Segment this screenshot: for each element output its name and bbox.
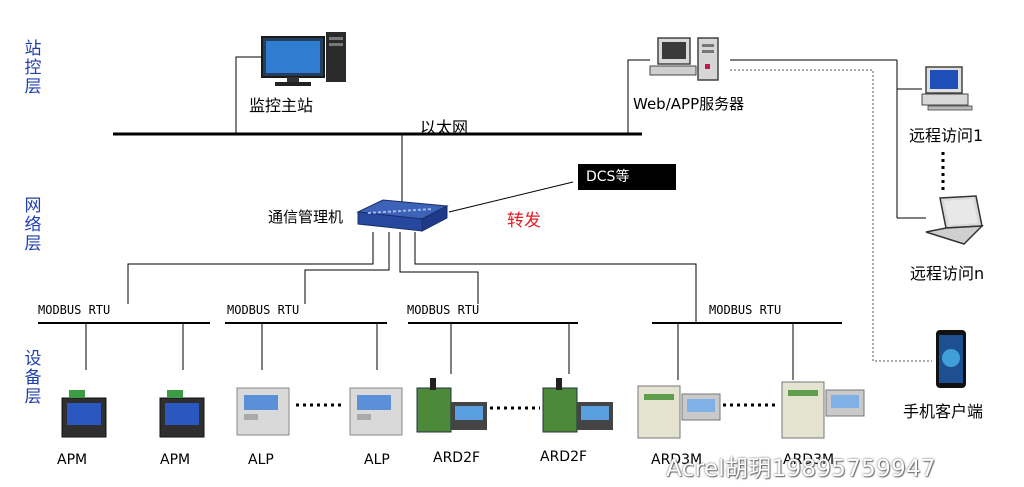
remote-access-1-label: 远程访问1 <box>909 126 984 145</box>
remote-access-n-label: 远程访问n <box>910 264 985 283</box>
forward-label: 转发 <box>507 211 541 231</box>
bus-label: MODBUS RTU <box>227 303 300 317</box>
apm-meter-icon <box>61 390 107 438</box>
device-label: ARD2F <box>433 450 481 466</box>
device-label: APM <box>57 452 88 468</box>
device-label: ALP <box>248 452 274 468</box>
ard3m-protector-icon <box>781 381 865 439</box>
bus-label: MODBUS RTU <box>38 303 111 317</box>
rtu-drop-4 <box>414 232 697 322</box>
dcs-box: DCS等 <box>578 164 676 190</box>
ard2f-protector-icon <box>542 378 613 433</box>
remote-computer-icon <box>921 66 973 111</box>
watermark: Acrel胡玥19895759947 <box>666 456 936 482</box>
rtu-drop-1 <box>127 232 374 304</box>
comm-manager-label: 通信管理机 <box>268 208 344 226</box>
ard3m-protector-icon <box>637 385 721 439</box>
web-server-label: Web/APP服务器 <box>633 95 745 113</box>
laptop-icon <box>925 195 984 245</box>
device-label: APM <box>160 452 191 468</box>
device-label: ARD3M <box>651 452 703 468</box>
web-server-link <box>627 59 650 134</box>
device-label: ARD2F <box>540 449 588 465</box>
monitor-link <box>235 56 262 134</box>
rtu-drop-3 <box>399 232 479 304</box>
apm-meter-icon <box>159 390 205 438</box>
network-switch-icon <box>356 199 449 232</box>
server-icon <box>649 37 719 81</box>
desktop-computer-icon <box>261 32 346 86</box>
layer-label-device: 设备层 <box>24 349 42 407</box>
alp-protector-icon <box>236 387 290 436</box>
dcs-link <box>448 181 574 213</box>
bus-label: MODBUS RTU <box>709 303 782 317</box>
bus-label: MODBUS RTU <box>407 303 480 317</box>
device-label: ARD3M <box>783 452 835 468</box>
layer-label-network: 网络层 <box>24 196 42 254</box>
mobile-client-label: 手机客户端 <box>903 402 984 421</box>
monitor-host-label: 监控主站 <box>249 96 314 115</box>
alp-protector-icon <box>349 387 403 436</box>
ard2f-protector-icon <box>416 378 487 433</box>
device-label: ALP <box>364 452 390 468</box>
ethernet-label: 以太网 <box>420 118 469 137</box>
mobile-phone-icon <box>936 330 966 388</box>
layer-label-station: 站控层 <box>24 39 42 97</box>
mobile-link <box>730 69 932 362</box>
rtu-drop-2 <box>304 232 390 304</box>
